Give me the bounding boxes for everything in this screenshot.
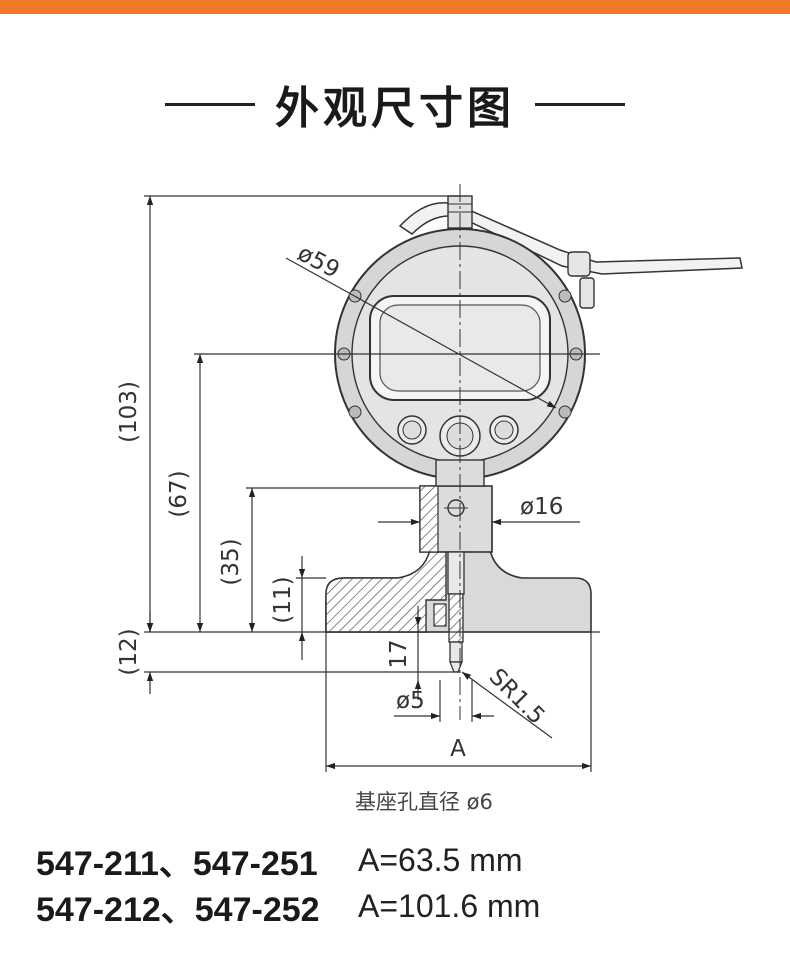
title-dash-left: [165, 102, 255, 106]
model-name: 547-211、547-251: [36, 844, 318, 883]
dim-67: (67): [166, 470, 192, 517]
dim-a: A: [450, 736, 466, 762]
dim-11: (11): [270, 576, 296, 623]
dim-phi5: ø5: [396, 688, 425, 714]
title-row: 外观尺寸图: [0, 72, 790, 136]
model-row-2: 547-212、547-252 A=101.6 mm: [36, 884, 541, 929]
top-accent-bar: [0, 0, 790, 14]
dim-35: (35): [218, 538, 244, 585]
base-hole-caption: 基座孔直径 ø6: [355, 790, 493, 814]
model-dimension-a: A=63.5 mm: [358, 841, 523, 878]
model-name: 547-212、547-252: [36, 890, 320, 929]
dim-103: (103): [116, 381, 142, 443]
model-row-1: 547-211、547-251 A=63.5 mm: [36, 838, 523, 883]
dial-head: [334, 195, 743, 487]
dim-phi59: ø59: [293, 240, 343, 283]
dim-sr15: SR1.5: [484, 664, 550, 730]
dim-12: (12): [116, 628, 142, 675]
model-dimension-a: A=101.6 mm: [358, 887, 541, 924]
lifting-lever: [398, 202, 743, 275]
dim-17: 17: [386, 639, 412, 668]
page-title: 外观尺寸图: [275, 83, 515, 134]
title-dash-right: [535, 102, 625, 106]
dim-phi16: ø16: [520, 494, 563, 520]
dimension-lines: [144, 195, 600, 772]
